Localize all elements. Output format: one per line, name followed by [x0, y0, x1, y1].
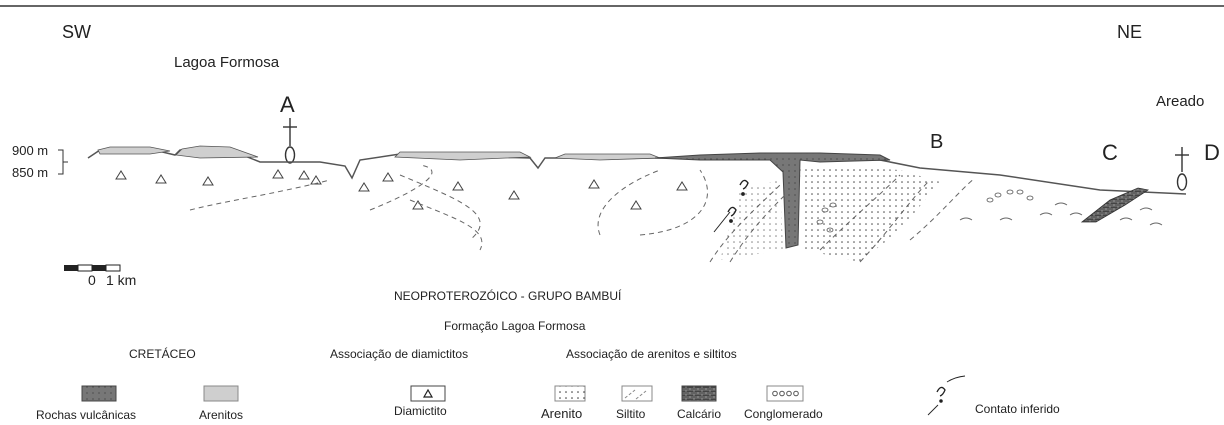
- legend-sandstone-swatch: [554, 385, 586, 402]
- diamictite-triangles: [115, 169, 688, 210]
- elevation-850: 850 m: [12, 165, 48, 180]
- sandstone-cap-4: [554, 153, 661, 161]
- legend-sandstone-group: Associação de arenitos e siltitos: [566, 347, 737, 361]
- sandstone-cap-2: [175, 145, 259, 159]
- elevation-900: 900 m: [12, 143, 48, 158]
- legend-label-diamictite: Diamictito: [394, 404, 447, 418]
- legend-contact-swatch: [927, 375, 966, 416]
- place-lagoa-formosa: Lagoa Formosa: [174, 54, 280, 71]
- legend-label-sandstone: Arenito: [541, 406, 582, 421]
- orientation-ne: NE: [1117, 22, 1142, 42]
- sandstone-zone: [800, 165, 940, 262]
- point-a: A: [280, 92, 295, 117]
- scale-zero: 0: [88, 272, 96, 288]
- borehole-a-marker: [283, 118, 297, 164]
- legend-label-volcanic: Rochas vulcânicas: [36, 408, 136, 422]
- scale-bar: 0 1 km: [64, 264, 136, 288]
- legend-label-conglomerate: Conglomerado: [744, 407, 823, 421]
- point-b: B: [930, 131, 943, 153]
- elevation-axis: 900 m 850 m: [12, 143, 68, 180]
- sandstone-zone-2: [720, 180, 783, 260]
- borehole-d-marker: [1175, 147, 1189, 191]
- legend-conglomerate-swatch: [766, 385, 804, 402]
- siltstone-squiggles: [959, 202, 1163, 226]
- sandstone-cap-3: [394, 151, 532, 161]
- legend-sandstones-swatch: [203, 385, 239, 402]
- conglomerate-pebbles: [816, 189, 1034, 233]
- legend-label-siltstone: Siltito: [616, 407, 646, 421]
- legend-label-contact: Contato inferido: [975, 402, 1060, 416]
- legend-siltstone-swatch: [621, 385, 653, 402]
- legend-cretaceous: CRETÁCEO: [129, 346, 196, 361]
- scale-one: 1 km: [106, 272, 136, 288]
- volcanic-rocks: [654, 152, 891, 249]
- orientation-sw: SW: [62, 22, 91, 42]
- sandstone-cap-1: [97, 146, 171, 155]
- legend-label-sandstones: Arenitos: [199, 408, 243, 422]
- legend-volcanic-swatch: [81, 385, 117, 402]
- point-d: D: [1204, 140, 1220, 165]
- legend-label-limestone: Calcário: [677, 407, 721, 421]
- legend-diamictite-swatch: [410, 385, 446, 402]
- legend-era: NEOPROTEROZÓICO - GRUPO BAMBUÍ: [394, 288, 622, 303]
- place-areado: Areado: [1156, 93, 1204, 110]
- legend-formation: Formação Lagoa Formosa: [444, 319, 586, 333]
- legend-diamictite-group: Associação de diamictitos: [330, 347, 468, 361]
- inferred-contact-marks: [713, 179, 749, 233]
- point-c: C: [1102, 140, 1118, 165]
- legend-limestone-swatch: [681, 385, 717, 402]
- limestone-lens: [1080, 187, 1150, 223]
